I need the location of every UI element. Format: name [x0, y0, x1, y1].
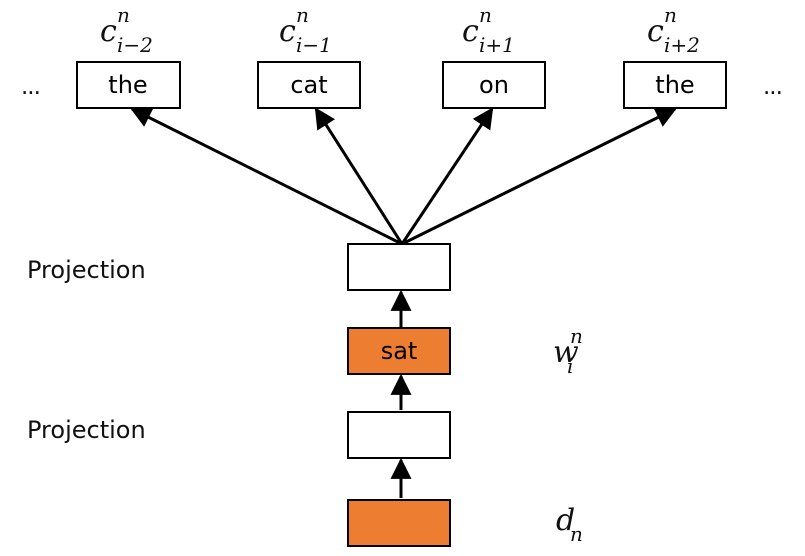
context-word-1: the [108, 71, 147, 99]
projection-box-bottom [347, 411, 451, 459]
context-word-box-1 [76, 61, 181, 109]
context-symbol-4-base: c [647, 14, 664, 49]
center-word-box [347, 327, 451, 375]
context-word-2: cat [290, 71, 327, 99]
context-symbol-2-superscript: n [296, 3, 309, 27]
context-word-box-2 [257, 61, 361, 109]
context-arrow-4 [401, 107, 677, 246]
projection-box-top [347, 243, 451, 291]
context-symbol-2-base: c [279, 14, 296, 49]
context-arrow-2 [314, 107, 404, 245]
left-ellipsis: ... [21, 74, 41, 100]
context-arrow-3 [400, 107, 494, 245]
context-word-3: on [479, 71, 509, 99]
context-symbol-2: c n i−1 [279, 5, 332, 55]
word-symbol: w n i [553, 326, 583, 376]
projection-label-top: Projection [27, 256, 146, 284]
context-arrow-1 [130, 107, 403, 246]
word-symbol-superscript: n [570, 324, 583, 348]
context-symbol-4: c n i+2 [647, 5, 700, 55]
context-symbol-3-subscript: i+1 [479, 33, 515, 57]
document-symbol-base: d [556, 503, 576, 538]
document-symbol-subscript: n [570, 522, 583, 546]
context-symbol-4-subscript: i+2 [664, 33, 700, 57]
context-symbol-1-superscript: n [117, 3, 130, 27]
right-ellipsis: ... [763, 74, 783, 100]
word-symbol-base: w [553, 335, 579, 370]
context-symbol-1-subscript: i−2 [117, 33, 153, 57]
document-symbol: d n [556, 503, 583, 545]
context-symbol-1-base: c [100, 14, 117, 49]
context-word-4: the [655, 71, 694, 99]
context-symbol-3-superscript: n [479, 3, 492, 27]
context-word-box-4 [623, 61, 727, 109]
context-symbol-1: c n i−2 [100, 5, 153, 55]
context-symbol-2-subscript: i−1 [296, 33, 332, 57]
projection-label-bottom: Projection [27, 416, 146, 444]
document-box [347, 499, 451, 547]
center-word: sat [381, 337, 418, 365]
context-symbol-3-base: c [462, 14, 479, 49]
context-symbol-3: c n i+1 [462, 5, 515, 55]
context-symbol-4-superscript: n [664, 3, 677, 27]
word-symbol-subscript: i [567, 354, 574, 378]
context-word-box-3 [442, 61, 546, 109]
